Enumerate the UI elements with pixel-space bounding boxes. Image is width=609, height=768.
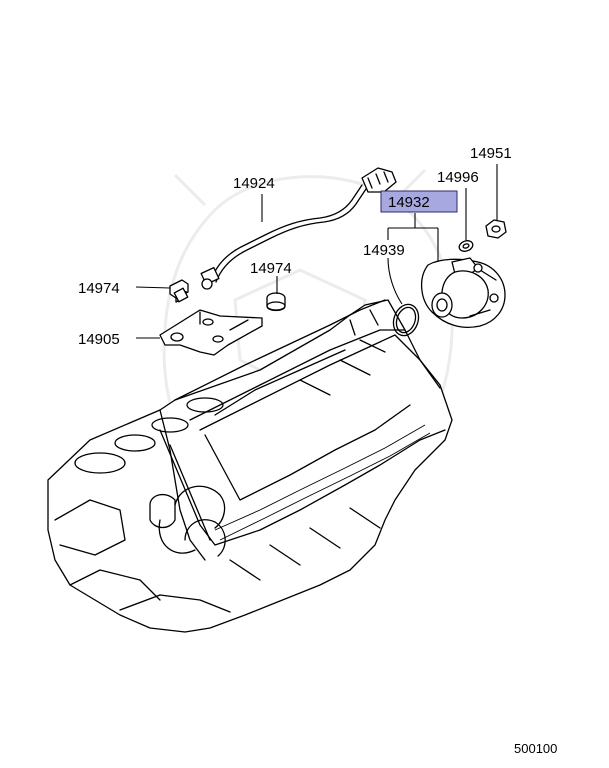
part-number-14951[interactable]: 14951 xyxy=(470,145,512,162)
part-number-14932[interactable]: 14932 xyxy=(388,194,430,211)
part-number-14974-plug[interactable]: 14974 xyxy=(250,260,292,277)
part-highlight-14932 xyxy=(380,190,458,213)
bolt-14974 xyxy=(169,279,189,303)
part-number-14974-bolt[interactable]: 14974 xyxy=(78,280,120,297)
part-number-14996[interactable]: 14996 xyxy=(437,169,479,186)
leader-14939 xyxy=(387,257,403,305)
leader-14932-bracket xyxy=(387,213,439,262)
oring-14939 xyxy=(392,303,420,337)
bracket-14905 xyxy=(159,309,263,356)
harness-14924 xyxy=(200,167,397,290)
leader-lines xyxy=(135,164,498,339)
nut-14951 xyxy=(485,219,507,239)
part-callouts: 14924 14974 14974 14905 14932 14939 1499… xyxy=(78,145,512,348)
plug-14974 xyxy=(266,292,286,312)
leader-14974-left xyxy=(135,286,171,289)
diagram-id: 500100 xyxy=(514,741,557,756)
part-number-14924[interactable]: 14924 xyxy=(233,175,275,192)
part-number-14939[interactable]: 14939 xyxy=(363,242,405,259)
washer-14996 xyxy=(458,240,474,252)
part-number-14905[interactable]: 14905 xyxy=(78,331,120,348)
cam-sensor-14932 xyxy=(421,257,506,328)
engine-block-illustration xyxy=(47,299,453,633)
